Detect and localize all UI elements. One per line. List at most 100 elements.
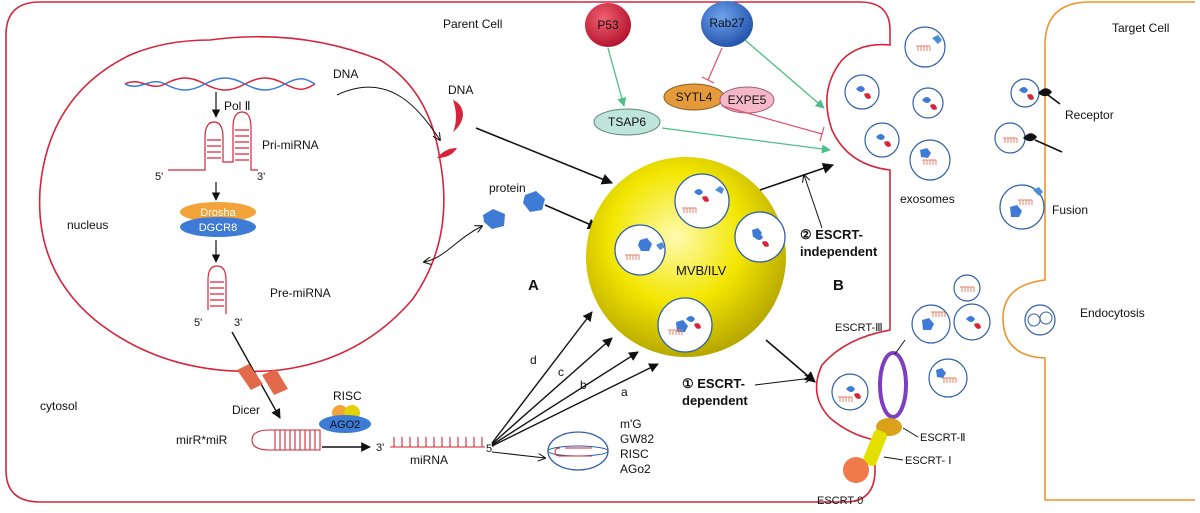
receptor-bound-exosome: [1010, 78, 1061, 108]
escrt-ii-label: ESCRT-Ⅱ: [920, 432, 966, 444]
rab27-label: Rab27: [709, 16, 745, 30]
route-b-label: b: [580, 378, 587, 392]
escrt-independent-pointer: [804, 175, 823, 229]
route-a-arrow: [491, 363, 659, 447]
escrt-dependent-label-1: ① ESCRT-: [682, 376, 745, 391]
exosome: [953, 274, 981, 302]
mirna-five-prime: 5': [486, 443, 494, 455]
expe5-label: EXPE5: [728, 93, 767, 107]
mirna-label: miRNA: [410, 453, 448, 467]
escrt-independent-label-2: independent: [800, 244, 878, 259]
tsap6-protein: [593, 108, 661, 136]
escrt-0-label: ESCRT-0: [817, 495, 863, 507]
target-cell-membrane: [1002, 1, 1195, 501]
drosha-label: Drosha: [200, 207, 236, 219]
section-a-label: A: [528, 277, 539, 294]
nucleus-envelope: [38, 35, 445, 373]
parent-cell-membrane: [5, 1, 891, 503]
drosha-protein: [180, 202, 256, 222]
rab27-protein: [701, 1, 753, 47]
tsap6-label: TSAP6: [608, 115, 646, 129]
pri-mirna-label: Pri-miRNA: [262, 138, 319, 152]
protein-shuttle-arrow: [424, 226, 482, 262]
dna-export-arrow: [336, 86, 440, 140]
endocytosed-exosome: [1024, 304, 1056, 336]
ago2-label: AGO2: [330, 419, 361, 431]
protein-cargo: [483, 209, 505, 229]
mirna-three-prime: 3': [376, 442, 384, 454]
complex-label-gw82: GW82: [620, 432, 654, 446]
escrt-i-label: ESCRT- Ⅰ: [905, 455, 951, 467]
route-b-arrow: [491, 351, 639, 446]
route-a-label: a: [621, 385, 628, 399]
ilv-vesicle: [614, 224, 666, 276]
pre-mirna-hairpin: [207, 265, 227, 314]
mature-mirna: [390, 437, 485, 448]
exosome: [911, 304, 951, 344]
endocytosis-label: Endocytosis: [1080, 306, 1145, 320]
exosome: [928, 358, 968, 398]
p53-activation-arrow: [607, 47, 627, 107]
pri-five-prime: 5': [155, 171, 163, 183]
escrt-dependent-label-2: dependent: [682, 393, 748, 408]
escrt-independent-label-1: ② ESCRT-: [800, 227, 863, 242]
route-d-arrow: [491, 311, 593, 444]
rab27-activation-arrow: [744, 39, 825, 109]
parent-cell-label: Parent Cell: [443, 17, 502, 31]
complex-label-ago2: AGo2: [620, 462, 651, 476]
escrt-iii-label: ESCRT-Ⅲ: [835, 322, 883, 334]
escrt-independent-arrow: [759, 162, 835, 191]
complex-arrow: [491, 451, 545, 458]
ago2-protein: [319, 415, 371, 433]
complex-label-risc: RISC: [620, 447, 649, 461]
sytl4-inhibition: [721, 105, 825, 142]
escrt-dependent-arrow: [765, 339, 816, 383]
dgcr8-label: DGCR8: [199, 222, 238, 234]
escrt-i-complex: [862, 429, 888, 467]
escrt-i-leader: [883, 456, 904, 461]
p53-label: P53: [597, 18, 619, 32]
cytosol-label: cytosol: [40, 399, 77, 413]
p53-protein: [585, 3, 631, 47]
escrt-ii-complex: [876, 418, 902, 436]
protein-cargo: [523, 191, 545, 212]
budding-ilv: [831, 373, 869, 411]
cytosol-dna-label: DNA: [448, 83, 473, 97]
route-c-label: c: [558, 365, 564, 379]
mvb-body: [586, 157, 786, 357]
escrt-dependent-pointer: [754, 378, 812, 386]
escrt-0-complex: [843, 457, 869, 483]
dicer-enzyme: [237, 364, 288, 395]
target-cell-label: Target Cell: [1112, 21, 1169, 35]
dicer-label: Dicer: [232, 403, 260, 417]
dna-loading-arrow: [475, 127, 614, 185]
exosome: [909, 139, 951, 181]
exosome: [953, 303, 991, 341]
risc-label: RISC: [333, 389, 362, 403]
mvb-label: MVB/ILV: [676, 263, 727, 278]
exosome: [864, 122, 900, 158]
fusing-exosome: [999, 184, 1045, 230]
pre-mirna-label: Pre-miRNA: [270, 286, 331, 300]
pre-three-prime: 3': [234, 317, 242, 329]
mirna-protein-complex: [547, 431, 609, 471]
pri-mirna-hairpin: [168, 111, 258, 171]
dna-fragment: [453, 100, 463, 132]
route-d-label: d: [530, 353, 537, 367]
ilv-vesicle: [657, 297, 713, 353]
escrt-iii-complex: [878, 351, 908, 419]
section-b-label: B: [833, 277, 844, 294]
dna-fragment: [437, 148, 457, 158]
nuclear-dna-label: DNA: [333, 67, 358, 81]
exosomes-label: exosomes: [900, 192, 955, 206]
pre-five-prime: 5': [194, 317, 202, 329]
pol-ii-label: Pol Ⅱ: [224, 99, 251, 113]
receptor-label: Receptor: [1065, 108, 1114, 122]
ilv-vesicle: [674, 173, 730, 229]
receptor-bound-exosome: [994, 122, 1063, 154]
nucleus-label: nucleus: [67, 218, 108, 232]
pri-three-prime: 3': [257, 171, 265, 183]
dna-double-helix: [124, 77, 316, 91]
escrt-ii-leader: [902, 427, 919, 438]
complex-label-m7g: m'G: [620, 417, 642, 431]
